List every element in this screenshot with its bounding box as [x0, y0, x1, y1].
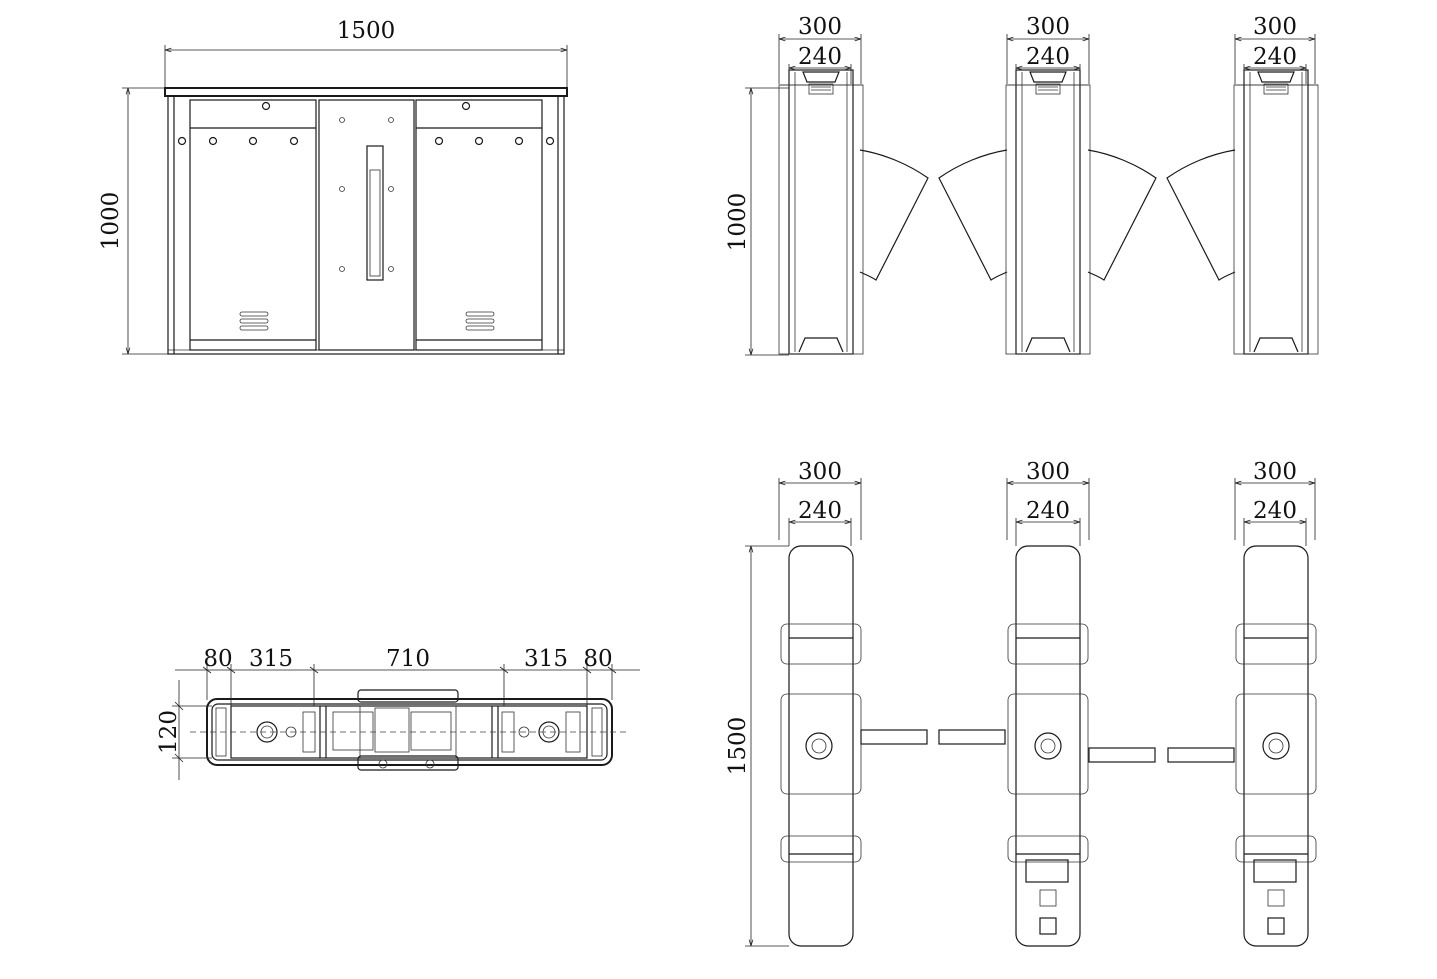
side-elevations [745, 69, 1319, 356]
top-outer-label-3: 300 [1253, 459, 1297, 485]
top-dim-3 [1234, 478, 1316, 546]
side-inner-label-3: 240 [1253, 44, 1297, 70]
plan-view [172, 664, 640, 780]
top-outer-label-2: 300 [1026, 459, 1070, 485]
plan-seg-label-1: 80 [203, 646, 232, 672]
top-length-label: 1500 [725, 717, 751, 776]
plan-seg-label-2: 315 [249, 646, 293, 672]
side-outer-label-2: 300 [1026, 14, 1070, 40]
side-inner-label-1: 240 [798, 44, 842, 70]
side-height-label: 1000 [725, 193, 751, 252]
side-outer-label-3: 300 [1253, 14, 1297, 40]
front-elevation [122, 45, 568, 355]
side-dim-2 [1006, 34, 1090, 84]
plan-seg-label-5: 80 [583, 646, 612, 672]
side-dim-1 [778, 34, 862, 84]
side-outer-label-1: 300 [798, 14, 842, 40]
top-views [745, 545, 1317, 947]
plan-seg-label-3: 710 [386, 646, 430, 672]
top-inner-label-2: 240 [1026, 498, 1070, 524]
top-outer-label-1: 300 [798, 459, 842, 485]
plan-seg-label-4: 315 [524, 646, 568, 672]
side-inner-label-2: 240 [1026, 44, 1070, 70]
plan-depth-label: 120 [156, 710, 182, 754]
side-dim-3 [1234, 34, 1316, 84]
top-inner-label-1: 240 [798, 498, 842, 524]
top-dim-1 [778, 478, 862, 546]
top-inner-label-3: 240 [1253, 498, 1297, 524]
front-height-label: 1000 [98, 192, 124, 251]
front-width-label: 1500 [337, 18, 396, 44]
top-dim-2 [1006, 478, 1090, 546]
